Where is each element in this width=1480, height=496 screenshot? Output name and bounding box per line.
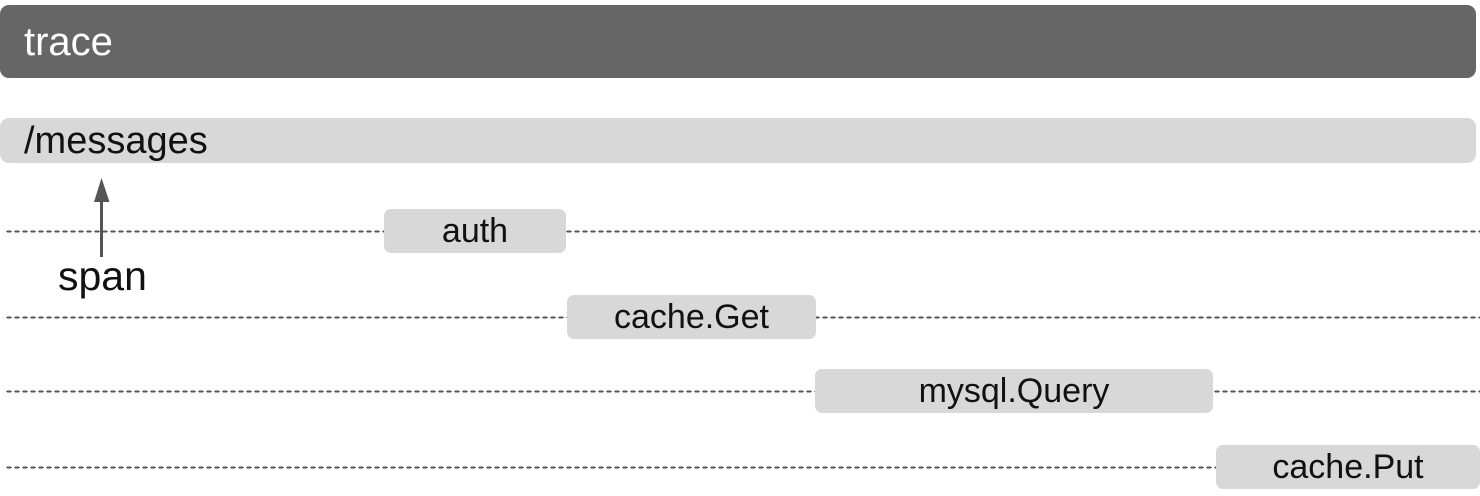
span-bar-cache-get[interactable]: cache.Get <box>567 295 816 339</box>
root-span-label: /messages <box>24 119 208 162</box>
root-span-bar[interactable]: /messages <box>0 118 1476 163</box>
span-bar-auth[interactable]: auth <box>384 209 566 253</box>
timeline-dotted-line <box>5 230 1480 233</box>
trace-title-label: trace <box>24 19 113 64</box>
span-bar-label: cache.Get <box>614 298 769 336</box>
up-arrow-icon <box>94 178 110 257</box>
span-bar-cache-put[interactable]: cache.Put <box>1216 445 1480 489</box>
span-bar-mysql-query[interactable]: mysql.Query <box>815 369 1213 413</box>
span-row-cache-get: cache.Get <box>0 291 1480 343</box>
span-bar-label: auth <box>441 212 509 250</box>
span-row-auth: auth <box>0 205 1480 257</box>
timeline-dotted-line <box>5 466 1480 469</box>
span-annotation: span <box>0 176 260 300</box>
timeline-dotted-line <box>5 390 1480 393</box>
span-bar-label: mysql.Query <box>918 372 1110 410</box>
span-bar-label: cache.Put <box>1272 448 1424 486</box>
span-row-mysql-query: mysql.Query <box>0 365 1480 417</box>
span-annotation-label: span <box>58 253 147 299</box>
span-row-cache-put: cache.Put <box>0 441 1480 493</box>
trace-title-bar: trace <box>0 5 1476 78</box>
